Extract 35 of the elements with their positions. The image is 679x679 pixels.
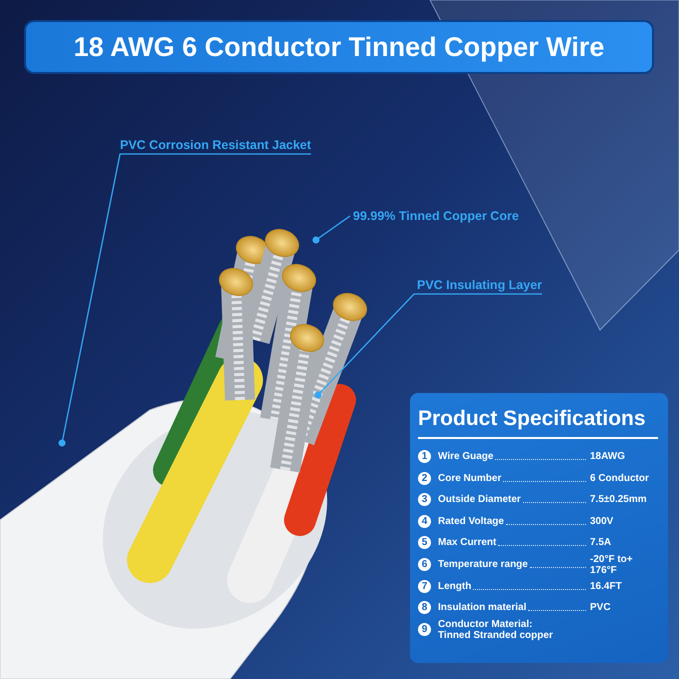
- spec-value: 7.5±0.25mm: [590, 494, 648, 506]
- spec-name: Max Current: [438, 537, 496, 548]
- spec-value: 18AWG: [590, 451, 626, 462]
- specification-panel: [410, 393, 668, 663]
- callout-label: PVC Insulating Layer: [417, 278, 542, 292]
- panel-heading: Product Specifications: [418, 407, 646, 431]
- row-number: 5: [418, 536, 431, 550]
- spec-name: Core Number: [438, 472, 502, 484]
- row-number: 8: [418, 601, 431, 614]
- row-number: 4: [418, 514, 431, 528]
- spec-value: 300V: [590, 516, 614, 527]
- row-number: 2: [418, 472, 431, 485]
- spec-value: PVC: [590, 602, 612, 614]
- spec-value: -20°F to+ 176°F: [590, 554, 634, 576]
- leader-line: [314, 293, 542, 398]
- spec-value: 7.5A: [590, 537, 612, 548]
- spec-name: Temperature range: [438, 559, 528, 570]
- row-number: 1: [418, 450, 431, 463]
- leader-line: [58, 153, 312, 446]
- callout-label: PVC Corrosion Resistant Jacket: [120, 138, 312, 152]
- spec-value: 16.4FT: [590, 580, 623, 592]
- title-banner: 18 AWG 6 Conductor Tinned Copper Wire: [26, 22, 652, 72]
- leader-line: [312, 215, 350, 244]
- spec-name: Rated Voltage: [438, 516, 504, 527]
- row-number: 6: [418, 558, 431, 571]
- spec-name: Conductor Material: Tinned Stranded copper: [438, 618, 554, 641]
- spec-name: Outside Diameter: [438, 494, 521, 506]
- spec-name: Insulation material: [438, 602, 526, 614]
- row-number: 9: [418, 622, 431, 636]
- callout-label: 99.99% Tinned Copper Core: [353, 209, 519, 223]
- row-number: 7: [418, 580, 431, 593]
- spec-name: Wire Guage: [438, 451, 494, 462]
- spec-name: Length: [438, 580, 472, 592]
- spec-value: 6 Conductor: [590, 472, 650, 484]
- row-number: 3: [418, 493, 431, 506]
